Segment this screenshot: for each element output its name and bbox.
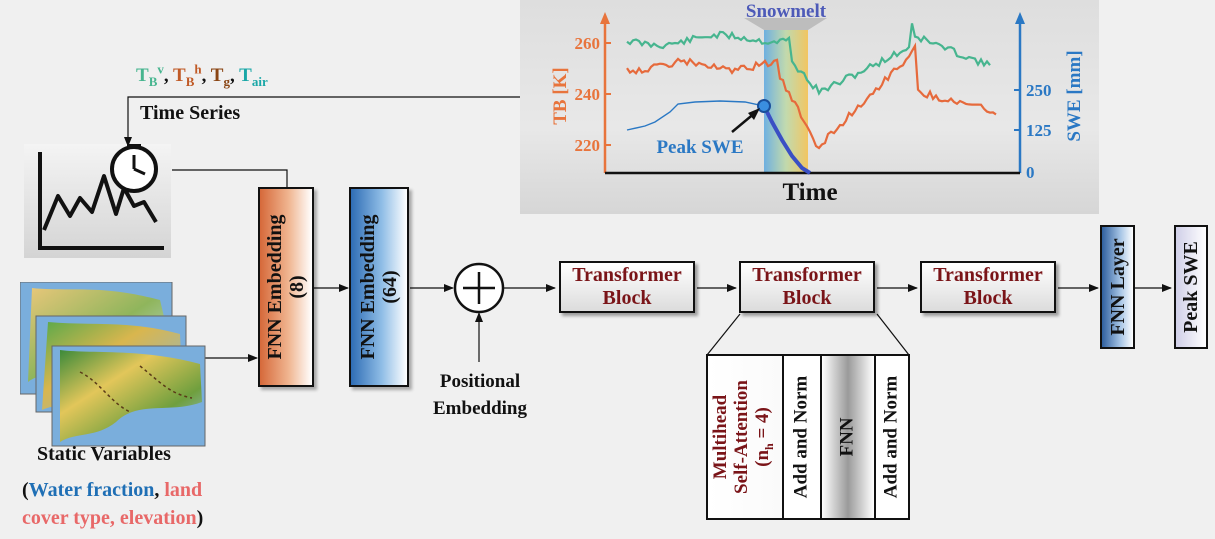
tb-axis-arrow (600, 12, 610, 24)
fnn-embedding-64-size: (64) (379, 270, 401, 304)
add-norm-cell-2: Add and Norm (876, 356, 908, 518)
snowmelt-bracket (744, 18, 827, 30)
ffn-cell: FNN (822, 356, 876, 518)
map-layer-3 (51, 345, 206, 447)
static-variables-description: (Water fraction, land cover type, elevat… (22, 479, 204, 529)
fnn-embedding-8-title: FNN Embedding (264, 214, 286, 360)
swe-tick-label: 250 (1026, 81, 1052, 100)
inset-chart: 260 240 220 250 125 0 TB [K] SWE [mm] Ti… (520, 0, 1099, 214)
mhsa-heads: (nh = 4) (752, 407, 776, 467)
swe-tick-label: 125 (1026, 121, 1052, 140)
peak-swe-label: Peak SWE (656, 137, 743, 158)
tbv-series-line (626, 23, 991, 96)
static-variable-maps (20, 282, 206, 447)
peak-swe-pointer-head (748, 108, 760, 120)
mhsa-title-2: Self-Attention (731, 380, 753, 494)
tair-label: Tair (239, 65, 268, 90)
time-series-variables: TBv, TBh, Tg, Tair (136, 62, 268, 90)
add-norm-cell-1: Add and Norm (784, 356, 822, 518)
cover-elevation-text: cover type, elevation (22, 507, 197, 529)
tg-label: Tg (210, 65, 230, 90)
mhsa-title-1: Multihead (710, 394, 732, 480)
snowmelt-band (764, 30, 808, 173)
static-variables-label: Static Variables (37, 443, 171, 465)
fnn-embedding-64-title: FNN Embedding (357, 214, 379, 360)
fnn-layer-label: FNN Layer (1106, 238, 1129, 336)
swe-melt-line (762, 105, 812, 175)
swe-series-line (626, 100, 765, 131)
water-fraction-text: Water fraction (28, 479, 155, 501)
tb-tick-label: 260 (575, 34, 601, 53)
time-series-label: Time Series (140, 102, 241, 124)
land-text: land (164, 479, 203, 501)
snowmelt-label: Snowmelt (746, 1, 827, 22)
tbh-label: TBh (173, 62, 202, 90)
peak-swe-marker (757, 99, 771, 113)
swe-axis-arrow (1015, 12, 1025, 24)
time-series-glyph (38, 143, 164, 250)
fnn-embedding-8-block: FNN Embedding (8) (258, 187, 314, 387)
time-series-image (24, 143, 171, 258)
tb-axis-label: TB [K] (550, 67, 571, 125)
transformer-detail: Multihead Self-Attention (nh = 4) Add an… (706, 354, 910, 520)
mhsa-cell: Multihead Self-Attention (nh = 4) (708, 356, 784, 518)
swe-axis-label: SWE [mm] (1064, 50, 1085, 141)
clock-icon (110, 143, 158, 193)
peak-swe-output-label: Peak SWE (1180, 241, 1202, 333)
fnn-layer-block: FNN Layer (1100, 225, 1135, 349)
fnn-embedding-64-block: FNN Embedding (64) (349, 187, 409, 387)
swe-tick-label: 0 (1026, 163, 1035, 182)
tb-tick-label: 240 (575, 85, 601, 104)
time-axis-label: Time (782, 179, 837, 206)
tbh-series-line (626, 42, 997, 150)
tb-tick-label: 220 (575, 136, 601, 155)
inset-chart-svg: 260 240 220 250 125 0 TB [K] SWE [mm] Ti… (550, 1, 1085, 206)
tbv-label: TBv (136, 62, 164, 90)
peak-swe-output-block: Peak SWE (1174, 225, 1208, 349)
add-operator (453, 262, 505, 314)
fnn-embedding-8-size: (8) (286, 275, 308, 299)
